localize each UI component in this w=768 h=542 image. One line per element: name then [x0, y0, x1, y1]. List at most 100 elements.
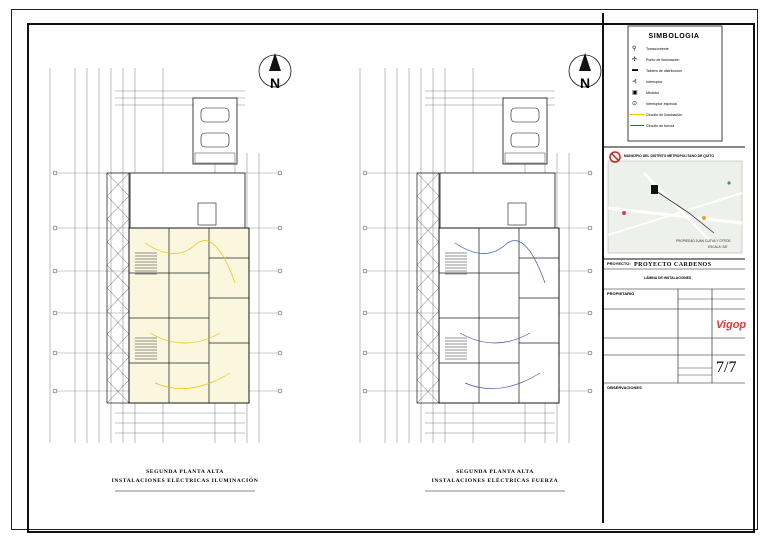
plan-2-subcaption: INSTALACIONES ELÉCTRICAS FUERZA: [431, 478, 559, 484]
plan-1-caption: SEGUNDA PLANTA ALTA: [146, 469, 224, 475]
grid-bubble: [52, 310, 58, 316]
grid-bubble: [587, 310, 593, 316]
grid-bubble: [52, 388, 58, 394]
grid-bubble: [52, 350, 58, 356]
bracing-line: [106, 287, 130, 312]
circuit-line: [454, 240, 546, 389]
grid-bubble: [587, 388, 593, 394]
bracing-line: [416, 379, 440, 404]
grid-bubble: [362, 350, 368, 356]
grid-bubble: [362, 225, 368, 231]
sheet-inner-frame: [27, 23, 755, 533]
legend-item-label: Tomacorriente: [646, 47, 669, 51]
bracing-line: [106, 218, 130, 243]
grid-bubble: [52, 225, 58, 231]
grid-bubble: [52, 268, 58, 274]
bracing-line: [416, 310, 440, 335]
bracing-line: [106, 310, 130, 335]
legend-title: SIMBOLOGIA: [648, 33, 700, 40]
car-symbol: [510, 132, 540, 148]
bracing-line: [416, 241, 440, 266]
car-symbol: [200, 132, 230, 148]
apartment-floor-plan: [128, 227, 250, 404]
north-arrow-icon: [579, 53, 591, 71]
plan-1-subcaption: INSTALACIONES ELÉCTRICAS ILUMINACIÓN: [111, 478, 259, 484]
grid-bubble: [362, 388, 368, 394]
north-label: N: [270, 75, 280, 91]
grid-bubble: [587, 225, 593, 231]
apartment-floor-plan: [438, 227, 560, 404]
legend-item-label: Circuito de fuerza: [646, 124, 675, 128]
legend-item-label: Tablero de distribución: [646, 69, 682, 73]
legend-item-label: Interruptor especial: [646, 102, 677, 106]
north-arrow-icon: [269, 53, 281, 71]
bracing-line: [416, 172, 440, 197]
bracing-line: [106, 264, 130, 289]
legend-item-label: Interruptor: [646, 80, 663, 84]
bracing-line: [106, 333, 130, 358]
grid-bubble: [277, 225, 283, 231]
grid-bubble: [52, 170, 58, 176]
special-switch-symbol-icon: ⊙: [632, 101, 638, 107]
bracing-line: [106, 172, 130, 197]
distribution-board-symbol-icon: ▬: [632, 67, 638, 73]
legend-item-label: Punto de iluminación: [646, 58, 680, 62]
bracing-line: [416, 264, 440, 289]
municipality-header: MUNICIPIO DEL DISTRITO METROPOLITANO DE …: [624, 154, 714, 158]
bracing-line: [106, 241, 130, 266]
grid-bubble: [587, 350, 593, 356]
staircase: [197, 202, 217, 226]
title-block: SIMBOLOGIA ⚲ Tomacorriente ✣ Punto de ilumi…: [602, 13, 747, 523]
content-label: LÁMINA DE INSTALACIONES: [644, 276, 692, 280]
power-circuit-symbol-icon: [630, 125, 644, 126]
bracing-line: [416, 333, 440, 358]
upper-hall: [129, 172, 246, 229]
ramp-hatch: [194, 152, 236, 164]
grid-bubble: [362, 310, 368, 316]
bracing-line: [416, 218, 440, 243]
meter-symbol-icon: ▣: [632, 90, 638, 96]
firm-logo: Vigop: [716, 319, 747, 331]
map-caption: PROPIEDAD JUAN CUEVA Y OTROS: [676, 239, 731, 243]
switch-symbol-icon: ⊰: [632, 79, 638, 85]
owner-label: PROPIETARIO: [607, 291, 635, 296]
bracing-line: [416, 356, 440, 381]
circuit-line: [144, 240, 236, 389]
room-outline: [208, 342, 250, 404]
legend-item-label: Circuito de iluminación: [646, 113, 683, 117]
grid-bubble: [277, 350, 283, 356]
grid-bubble: [277, 170, 283, 176]
bracing-line: [106, 356, 130, 381]
grid-bubble: [587, 268, 593, 274]
outlet-symbol-icon: ⚲: [632, 46, 637, 52]
legend-item-label: Medidor: [646, 91, 659, 95]
grid-bubble: [277, 388, 283, 394]
bracing-line: [416, 195, 440, 220]
map-scale: ESCALA: S/E: [708, 245, 728, 249]
grid-bubble: [277, 310, 283, 316]
observations-label: OBSERVACIONES: [607, 385, 642, 390]
bracing-line: [106, 195, 130, 220]
bracing-line: [106, 379, 130, 404]
car-symbol: [510, 107, 540, 123]
ramp-hatch: [504, 152, 546, 164]
grid-bubble: [362, 268, 368, 274]
staircase: [507, 202, 527, 226]
lighting-circuit-symbol-icon: [630, 114, 644, 115]
north-label: N: [580, 75, 590, 91]
project-label: PROYECTO:: [607, 261, 631, 266]
sheet-number: 7/7: [716, 359, 737, 376]
room-outline: [518, 342, 560, 404]
light-point-symbol-icon: ✣: [632, 57, 638, 63]
grid-bubble: [277, 268, 283, 274]
grid-bubble: [362, 170, 368, 176]
car-symbol: [200, 107, 230, 123]
title-block-svg: [604, 25, 745, 384]
plan-2-caption: SEGUNDA PLANTA ALTA: [456, 469, 534, 475]
upper-hall: [439, 172, 556, 229]
project-title: PROYECTO CARDENOS: [634, 262, 712, 268]
grid-bubble: [587, 170, 593, 176]
bracing-line: [416, 287, 440, 312]
